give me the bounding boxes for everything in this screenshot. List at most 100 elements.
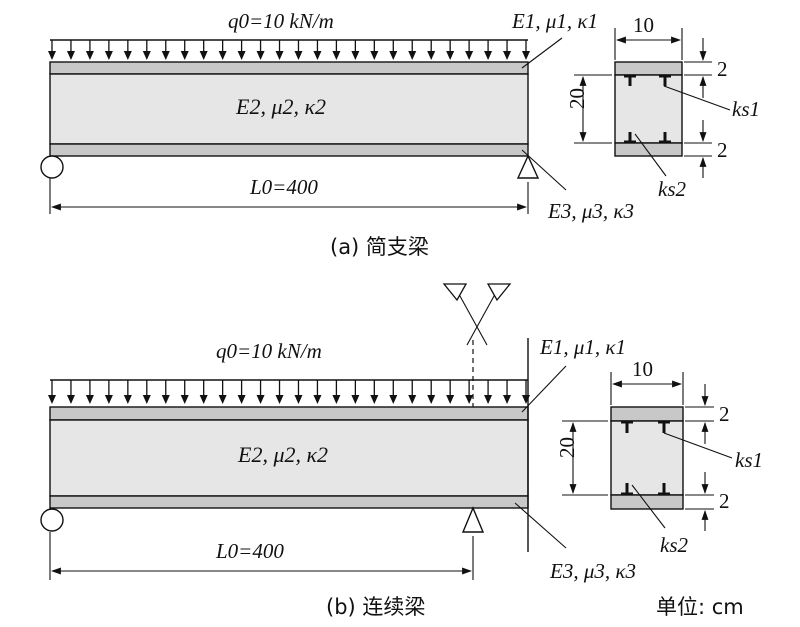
beam-b (49, 406, 529, 509)
load-arrow-head-a (446, 51, 455, 60)
load-arrow-head-a (256, 51, 265, 60)
top-layer-label-b: E1, μ1, κ1 (539, 335, 626, 359)
load-arrow-head-b (294, 395, 303, 404)
load-arrow-head-a (66, 51, 75, 60)
shear-connectors-bottom-b (621, 483, 670, 496)
connector-bottom-label-b: ks2 (660, 533, 688, 557)
load-arrow-head-a (522, 51, 530, 60)
leader-top-a (521, 37, 563, 69)
roller-support-b (40, 508, 64, 532)
load-arrow-head-b (218, 395, 227, 404)
load-arrow-head-b (427, 395, 436, 404)
section-width-label-b: 10 (632, 357, 653, 381)
load-arrows-a (48, 40, 530, 60)
load-arrow-head-b (256, 395, 265, 404)
load-label-a: q0=10 kN/m (228, 9, 334, 33)
section-top-flange-b (610, 406, 684, 422)
load-arrow-head-a (237, 51, 246, 60)
beam-a (49, 61, 529, 157)
load-arrow-head-b (180, 395, 189, 404)
top-layer-label-a: E1, μ1, κ1 (511, 9, 598, 33)
shear-connectors-top-a (624, 74, 671, 86)
distributed-load-b (48, 379, 530, 404)
load-arrow-head-a (370, 51, 379, 60)
core-label-a: E2, μ2, κ2 (235, 94, 326, 119)
load-arrow-head-a (313, 51, 322, 60)
sym-flag-right-b (486, 283, 512, 302)
load-arrow-head-b (446, 395, 455, 404)
load-arrow-head-a (123, 51, 132, 60)
load-arrow-head-a (332, 51, 341, 60)
load-arrow-head-a (465, 51, 474, 60)
leader-top-b (521, 365, 567, 413)
bottom-flange-a (49, 143, 529, 157)
load-arrow-head-b (484, 395, 493, 404)
load-arrow-head-b (465, 395, 474, 404)
load-arrow-head-b (161, 395, 170, 404)
section-height-label-b: 20 (555, 437, 579, 458)
load-arrow-head-a (180, 51, 189, 60)
section-web-a (614, 74, 683, 144)
bottom-layer-label-a: E3, μ3, κ3 (547, 199, 634, 223)
panel-a: q0=10 kN/m E1, μ1, κ1 E2, μ2, κ2 L0=400 … (40, 9, 760, 259)
load-arrow-head-a (427, 51, 436, 60)
panel-b: q0=10 kN/m E1, μ1, κ1 E2, μ2, κ2 L0=400 … (40, 283, 763, 619)
load-arrow-head-a (408, 51, 417, 60)
section-top-flange-a (614, 61, 683, 76)
load-arrow-head-b (199, 395, 208, 404)
core-label-b: E2, μ2, κ2 (237, 442, 328, 467)
pin-support-a (516, 154, 540, 179)
connector-bottom-label-a: ks2 (658, 177, 686, 201)
symmetry-symbol-b (442, 283, 512, 407)
load-arrow-head-b (48, 395, 56, 404)
section-bottom-flange-a (614, 142, 683, 157)
load-arrow-head-a (85, 51, 94, 60)
bottom-thickness-label-a: 2 (717, 138, 728, 162)
cross-section-b (562, 372, 733, 531)
sym-line-1-b (454, 286, 488, 346)
shear-connectors-top-b (621, 420, 670, 433)
top-flange-b (49, 406, 529, 421)
leader-bottom-a (521, 149, 567, 191)
span-label-a: L0=400 (249, 175, 318, 199)
pin-support-b (461, 506, 485, 533)
load-arrow-head-b (351, 395, 360, 404)
ks2-leader-b (631, 484, 666, 529)
load-arrow-head-b (503, 395, 512, 404)
span-label-b: L0=400 (215, 539, 284, 563)
sym-flag-left-b (442, 283, 468, 302)
load-arrow-head-b (313, 395, 322, 404)
web-core-a (49, 73, 529, 145)
sym-line-2-b (466, 286, 500, 346)
load-arrow-head-b (104, 395, 113, 404)
load-arrow-head-a (294, 51, 303, 60)
section-height-label-a: 20 (565, 88, 589, 109)
load-arrows-b (48, 380, 530, 404)
load-arrow-head-b (332, 395, 341, 404)
load-arrow-head-b (522, 395, 530, 404)
load-arrow-head-a (161, 51, 170, 60)
bottom-layer-label-b: E3, μ3, κ3 (549, 559, 636, 583)
load-arrow-head-a (484, 51, 493, 60)
load-arrow-head-a (142, 51, 151, 60)
section-web-b (610, 420, 684, 496)
top-thickness-label-b: 2 (719, 402, 730, 426)
connector-top-label-a: ks1 (732, 97, 760, 121)
ks1-leader-b (663, 432, 733, 459)
caption-b: (b) 连续梁 (326, 595, 425, 619)
load-arrow-head-b (123, 395, 132, 404)
load-arrow-head-b (237, 395, 246, 404)
load-arrow-head-b (66, 395, 75, 404)
ks1-leader-a (663, 85, 731, 111)
cross-section-a (574, 28, 731, 178)
section-width-label-a: 10 (633, 13, 654, 37)
shear-connectors-bottom-a (624, 132, 671, 144)
load-arrow-head-a (218, 51, 227, 60)
load-arrow-head-a (503, 51, 512, 60)
load-arrow-head-b (370, 395, 379, 404)
load-arrow-head-a (199, 51, 208, 60)
top-thickness-label-a: 2 (717, 57, 728, 81)
load-arrow-head-b (142, 395, 151, 404)
load-arrow-head-a (104, 51, 113, 60)
